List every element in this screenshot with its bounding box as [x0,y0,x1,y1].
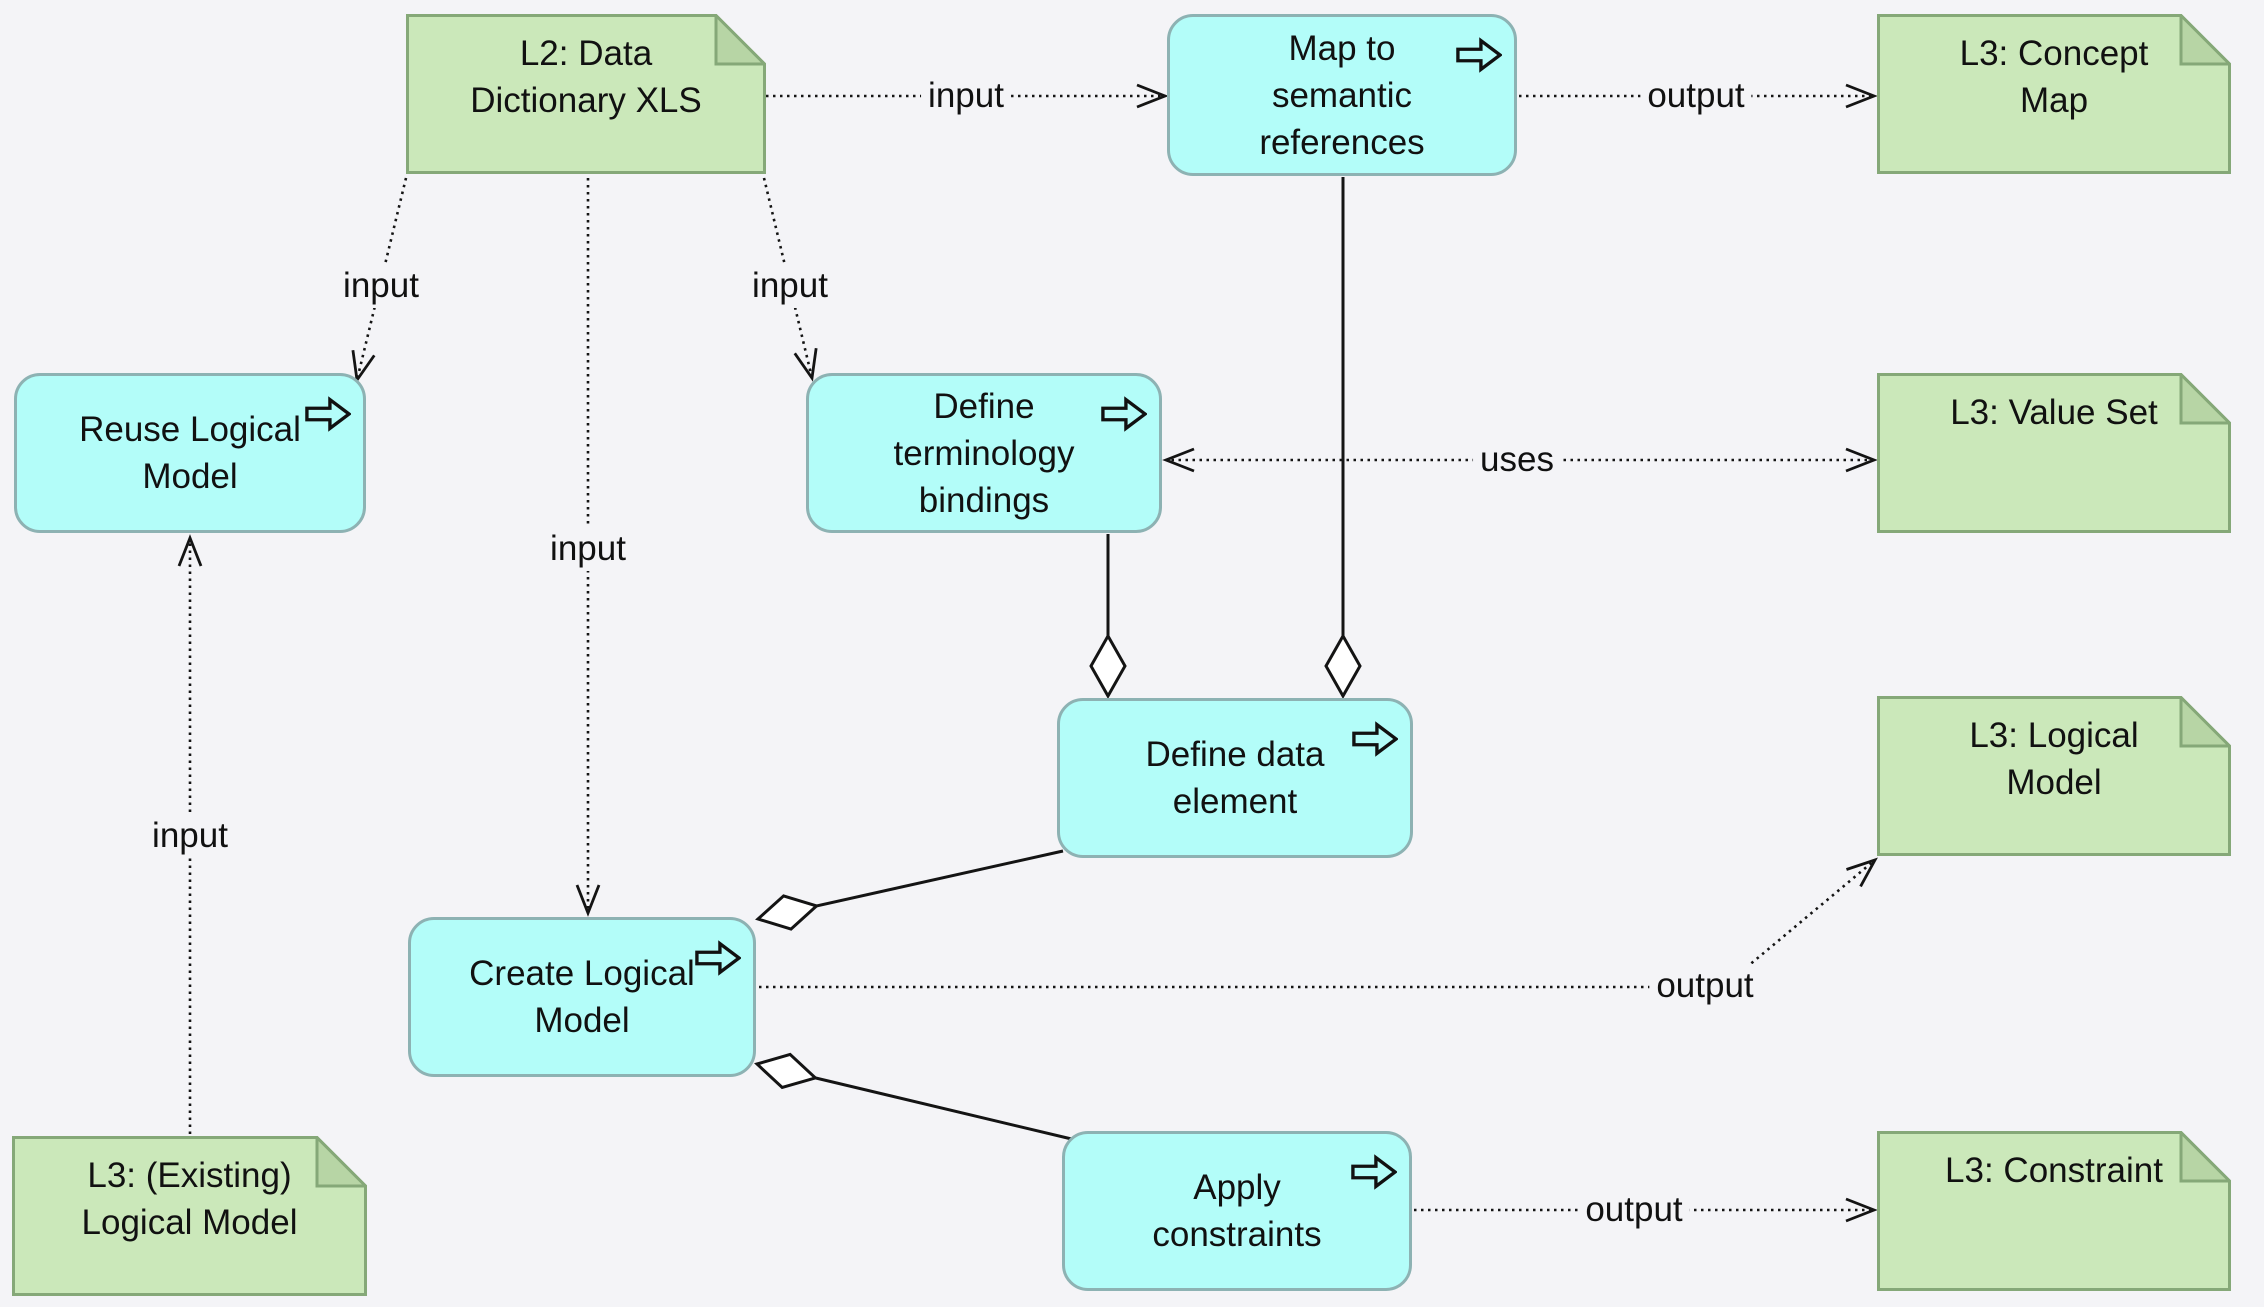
node-define-data-element[interactable]: Define data element [1057,698,1413,858]
node-apply-constraints[interactable]: Apply constraints [1062,1131,1412,1291]
edge-label-output: output [1578,1188,1690,1232]
node-label: L3: Constraint [1945,1151,2163,1190]
aggregation-diamond-icon [754,1052,819,1090]
folded-corner [2179,14,2231,66]
edge-label-uses: uses [1473,438,1561,482]
node-l3-value-set[interactable]: L3: Value Set [1877,373,2231,533]
edge-label-input: input [745,264,835,308]
node-label: Map to semantic references [1259,28,1425,162]
edge-dd-to-bindings-input [762,177,818,382]
aggregation-diamond-icon [755,894,820,931]
folded-corner [2179,1131,2231,1183]
open-arrowhead-icon [575,884,601,917]
edge-label-output: output [1640,74,1752,118]
edge-label-input: input [921,74,1011,118]
node-define-terminology-bindings[interactable]: Define terminology bindings [806,373,1162,533]
node-create-logical-model[interactable]: Create Logical Model [408,917,756,1077]
folded-corner [714,14,766,66]
edge-dataelement-to-create-aggregation [755,849,1064,931]
process-arrow-icon [1101,396,1147,432]
folded-corner [2179,696,2231,748]
edge-dd-to-map-input [766,83,1169,109]
node-label: L3: (Existing) Logical Model [81,1156,298,1242]
node-label: Create Logical Model [469,954,695,1040]
node-l2-data-dictionary-xls[interactable]: L2: Data Dictionary XLS [406,14,766,174]
process-arrow-icon [695,940,741,976]
node-label: L2: Data Dictionary XLS [470,34,702,120]
process-arrow-icon [1456,37,1502,73]
edge-label-input: input [145,814,235,858]
node-label: L3: Logical Model [1969,716,2139,802]
edge-existing-to-reuse-input [177,534,203,1134]
folded-corner [2179,373,2231,425]
edge-label-input: input [543,527,633,571]
process-arrow-icon [1351,1154,1397,1190]
note-shape [1877,373,2231,533]
node-label: L3: Value Set [1950,393,2158,432]
edge-bindings-uses-valueset [1162,447,1878,473]
process-arrow-icon [1352,721,1398,757]
node-label: L3: Concept Map [1959,34,2149,120]
edge-label-input: input [336,264,426,308]
open-arrowhead-icon [1136,83,1169,109]
node-label: Define terminology bindings [893,386,1075,520]
note-shape [406,14,766,174]
node-map-to-semantic-references[interactable]: Map to semantic references [1167,14,1517,176]
open-arrowhead-icon [1845,447,1878,473]
edge-create-to-apply-aggregation [754,1052,1081,1143]
node-l3-existing-logical-model[interactable]: L3: (Existing) Logical Model [12,1136,367,1296]
note-shape [1877,696,2231,856]
note-shape [12,1136,367,1296]
open-arrowhead-icon [1162,447,1195,473]
node-label: Apply constraints [1152,1168,1322,1254]
edge-map-to-dataelement-aggregation [1324,177,1362,700]
edge-bindings-to-dataelement-aggregation [1089,534,1127,700]
edge-apply-to-constraint-output [1414,1197,1878,1223]
aggregation-diamond-icon [1089,632,1127,700]
open-arrowhead-icon [1845,1197,1878,1223]
edge-create-to-logicalmodel-output [759,857,1878,989]
edge-label-output: output [1649,964,1761,1008]
node-reuse-logical-model[interactable]: Reuse Logical Model [14,373,366,533]
node-label: Define data element [1145,735,1325,821]
open-arrowhead-icon [177,534,203,567]
process-arrow-icon [305,396,351,432]
node-label: Reuse Logical Model [79,410,301,496]
note-shape [1877,1131,2231,1291]
folded-corner [315,1136,367,1188]
open-arrowhead-icon [1845,83,1878,109]
open-arrowhead-icon [793,348,818,382]
node-l3-concept-map[interactable]: L3: Concept Map [1877,14,2231,174]
note-shape [1877,14,2231,174]
edge-dd-to-create-input [575,178,601,917]
node-l3-logical-model[interactable]: L3: Logical Model [1877,696,2231,856]
aggregation-diamond-icon [1324,632,1362,700]
open-arrowhead-icon [1846,857,1878,888]
node-l3-constraint[interactable]: L3: Constraint [1877,1131,2231,1291]
